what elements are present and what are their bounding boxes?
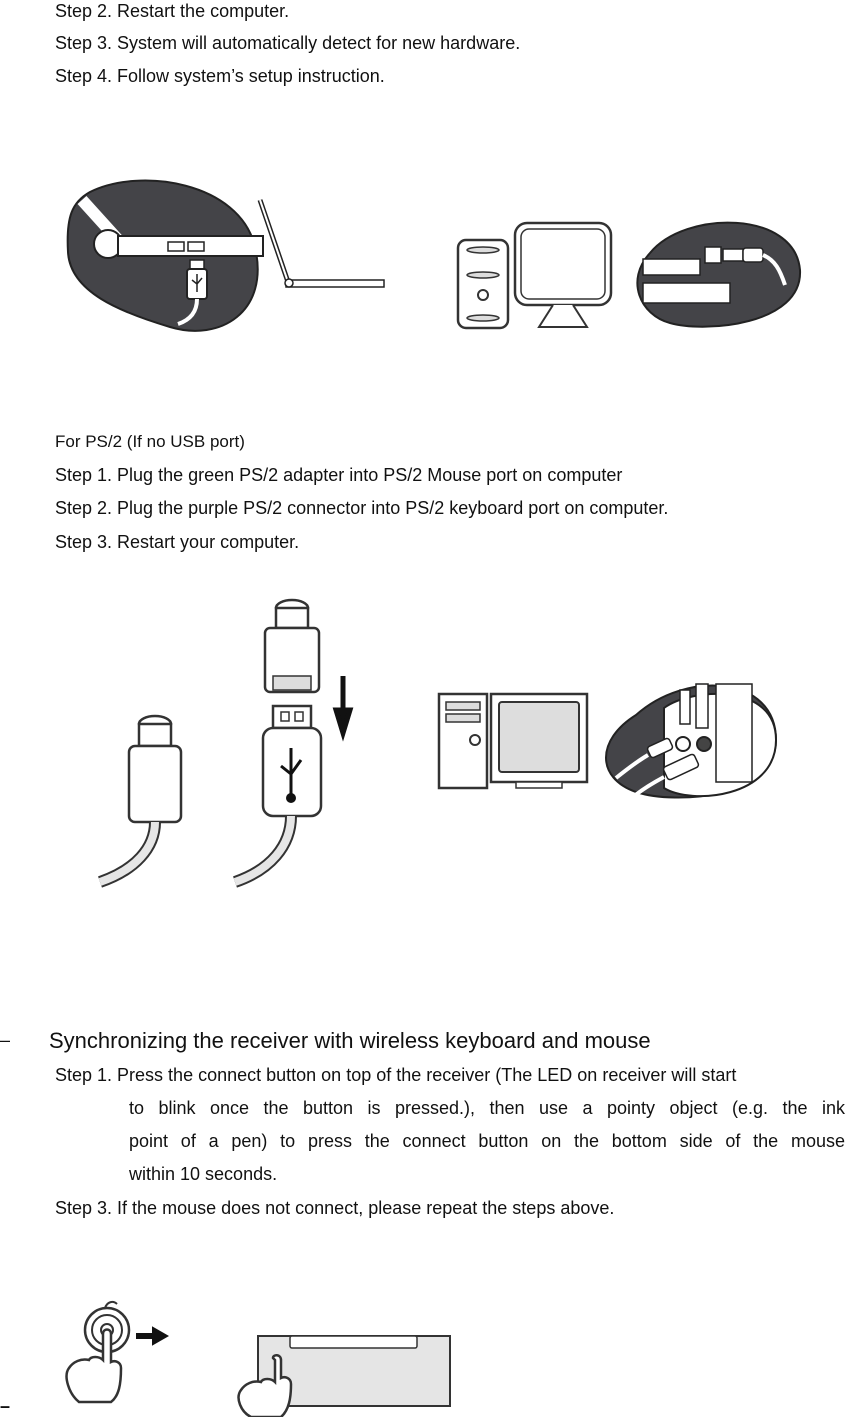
ps2-section-title: For PS/2 (If no USB port) (55, 432, 245, 451)
section-bullet: – (0, 1030, 11, 1050)
sync-section-title: Synchronizing the receiver with wireless… (49, 1028, 651, 1053)
sync-step-1-line-2: to blink once the button is pressed.), t… (129, 1098, 845, 1118)
sync-step-1-line-3: point of a pen) to press the connect but… (129, 1131, 845, 1151)
sync-step-1-line-1: Step 1. Press the connect button on top … (55, 1065, 737, 1085)
ps2-step-1: Step 1. Plug the green PS/2 adapter into… (55, 465, 623, 485)
usb-step-3: Step 3. System will automatically detect… (55, 33, 521, 53)
ps2-step-2: Step 2. Plug the purple PS/2 connector i… (55, 498, 669, 518)
usb-step-4: Step 4. Follow system’s setup instructio… (55, 66, 385, 86)
usb-step-2: Step 2. Restart the computer. (55, 1, 290, 21)
bottom-bullet: – (0, 1396, 11, 1416)
desktop-ps2-illustration (437, 683, 778, 800)
laptop-usb-illustration (66, 179, 385, 332)
ps2-step-3: Step 3. Restart your computer. (55, 532, 300, 552)
desktop-usb-illustration (456, 221, 802, 330)
sync-step-3: Step 3. If the mouse does not connect, p… (55, 1198, 615, 1218)
sync-step-1-line-4: within 10 seconds. (129, 1164, 278, 1184)
ps2-adapter-illustration (97, 598, 354, 888)
receiver-connect-illustration (65, 1300, 451, 1417)
